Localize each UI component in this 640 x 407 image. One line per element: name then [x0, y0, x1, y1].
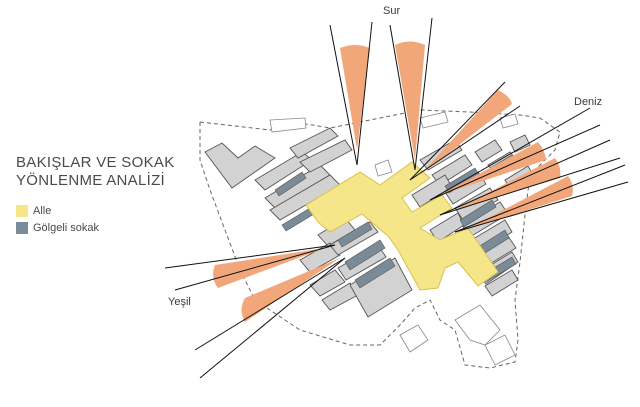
shaded-streets — [274, 154, 517, 289]
legend-label-shaded-street: Gölgeli sokak — [33, 221, 100, 234]
legend-swatch-shaded-street — [16, 221, 28, 234]
view-lines — [164, 17, 629, 379]
view-cone-north-2 — [395, 41, 425, 160]
view-cone-east-1 — [420, 90, 512, 175]
context-buildings — [269, 111, 519, 366]
label-north: Sur — [383, 5, 401, 17]
view-cone-north-1 — [340, 45, 370, 150]
label-east: Deniz — [574, 96, 603, 108]
diagram-title: BAKIŞLAR VE SOKAK YÖNLENME ANALİZİ — [16, 154, 175, 190]
legend-item-alle: Alle — [16, 202, 99, 219]
legend-item-shaded-street: Gölgeli sokak — [16, 219, 99, 236]
view-cone-east-4 — [465, 176, 573, 230]
legend-label-alle: Alle — [33, 204, 52, 217]
title-line-1: BAKIŞLAR VE SOKAK — [16, 154, 175, 171]
site-boundary — [199, 109, 561, 369]
alle-promenade — [305, 161, 499, 291]
label-west: Yeşil — [168, 296, 191, 308]
view-cone-west-1 — [213, 248, 325, 288]
title-line-2: YÖNLENME ANALİZİ — [16, 172, 166, 189]
legend: Alle Gölgeli sokak — [16, 202, 99, 236]
legend-swatch-alle — [16, 204, 28, 217]
view-cone-east-2 — [440, 142, 546, 195]
